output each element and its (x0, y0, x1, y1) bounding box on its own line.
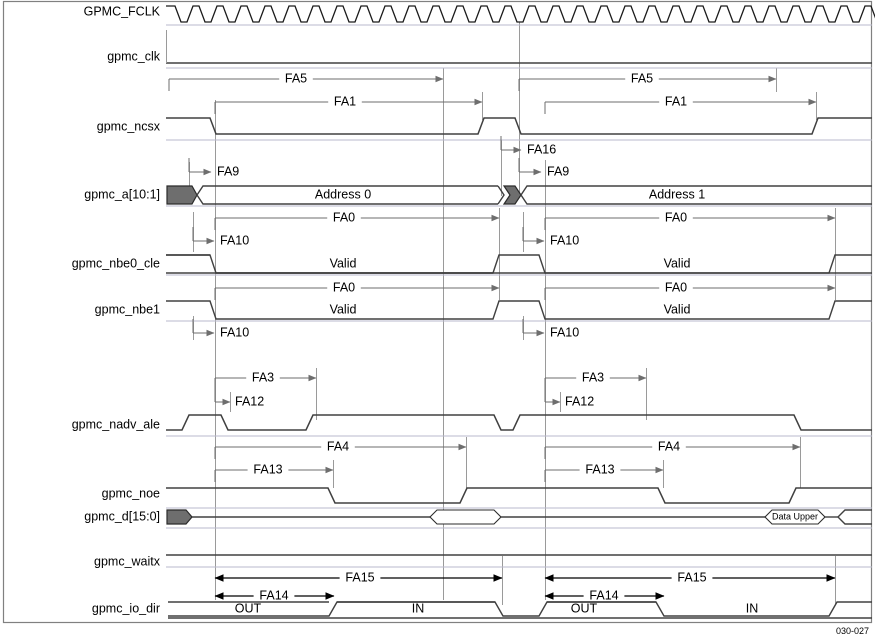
bus-value-address1: Address 1 (649, 187, 705, 201)
timing-param-label: FA13 (253, 462, 282, 476)
timing-param-fa3-2: FA3 (544, 370, 647, 390)
timing-param-fa0-2: FA0 (544, 280, 836, 300)
signal-label-nbe0-cle: gpmc_nbe0_cle (72, 256, 160, 270)
bus-value-io-dir-in-2: IN (746, 601, 759, 615)
timing-param-label: FA4 (658, 439, 680, 453)
timing-param-fa4-2: FA4 (544, 439, 801, 459)
timing-param-fa5-1: FA5 (168, 71, 444, 91)
signal-label-a: gpmc_a[10:1] (84, 187, 160, 201)
data-bubble-1 (429, 509, 502, 525)
timing-param-label: FA0 (665, 280, 687, 294)
bus-value-nbe1-valid-2: Valid (664, 302, 691, 316)
timing-param-label: FA9 (547, 164, 569, 178)
timing-param-label: FA10 (550, 233, 579, 247)
timing-param-label: FA10 (550, 325, 579, 339)
timing-param-label: FA10 (220, 233, 249, 247)
figure-id-label: 030-027 (836, 626, 869, 636)
waveform-gpmc-noe (166, 487, 872, 509)
signal-label-nadv-ale: gpmc_nadv_ale (72, 417, 160, 431)
timing-param-label: FA16 (527, 142, 556, 156)
timing-param-fa4-1: FA4 (214, 439, 467, 459)
signal-labels: GPMC_FCLK gpmc_clk gpmc_ncsx gpmc_a[10:1… (72, 4, 161, 615)
timing-param-fa1-1: FA1 (214, 94, 483, 114)
timing-param-fa0-2: FA0 (544, 210, 836, 230)
timing-param-label: FA3 (252, 370, 274, 384)
timing-param-fa13-1: FA13 (214, 462, 334, 482)
signal-label-d: gpmc_d[15:0] (84, 509, 160, 523)
timing-param-label: FA10 (220, 325, 249, 339)
timing-param-fa12-2: FA12 (544, 388, 594, 408)
diagram-border (2, 0, 873, 624)
timing-param-label: FA13 (585, 462, 614, 476)
bus-block-driving-d (166, 509, 193, 525)
timing-param-label: FA15 (345, 570, 374, 584)
signal-label-ncsx: gpmc_ncsx (97, 119, 161, 133)
timing-param-fa13-2: FA13 (544, 462, 664, 482)
timing-param-label: FA15 (677, 570, 706, 584)
waveform-gpmc-nadv-ale (166, 414, 872, 437)
waveform-gpmc-nbe1: Valid Valid (166, 300, 872, 322)
timing-param-fa0-1: FA0 (214, 210, 500, 230)
bus-value-nbe1-valid-1: Valid (330, 302, 357, 316)
bus-value-address0: Address 0 (315, 187, 371, 201)
waveform-gpmc-io-dir: OUT IN OUT IN (168, 601, 872, 619)
waveform-gpmc-waitx (166, 554, 872, 568)
bus-value-nbe0-valid-2: Valid (664, 256, 691, 270)
timing-param-fa0-1: FA0 (214, 280, 500, 300)
timing-param-label: FA0 (665, 210, 687, 224)
waveform-gpmc-fclk (166, 5, 875, 26)
timing-param-fa3-1: FA3 (214, 370, 317, 390)
timing-param-fa9-1: FA9 (188, 158, 239, 178)
timing-param-label: FA1 (334, 94, 356, 108)
waveform-gpmc-nbe0-cle: Valid Valid (166, 254, 872, 276)
waveform-gpmc-d: Data Upper (166, 509, 872, 529)
timing-param-label: FA4 (327, 439, 349, 453)
timing-param-fa9-2: FA9 (518, 158, 569, 178)
timing-param-label: FA1 (665, 94, 687, 108)
bus-value-data-upper: Data Upper (772, 511, 818, 521)
timing-param-fa1-2: FA1 (544, 94, 817, 114)
timing-param-fa10-1: FA10 (192, 227, 249, 247)
bus-value-io-dir-in-1: IN (412, 601, 425, 615)
waveform-gpmc-clk (166, 30, 872, 69)
signal-label-noe: gpmc_noe (102, 486, 160, 500)
timing-param-fa10-2: FA10 (522, 227, 579, 247)
timing-param-fa15-2: FA15 (544, 570, 836, 584)
timing-param-label: FA0 (333, 280, 355, 294)
timing-param-fa10-1: FA10 (192, 319, 249, 339)
timing-param-label: FA14 (259, 588, 288, 602)
timing-param-fa12-1: FA12 (214, 388, 264, 408)
bus-block-driving-a0 (166, 185, 198, 205)
signal-label-io-dir: gpmc_io_dir (92, 601, 160, 615)
waveform-gpmc-a: Address 0 Address 1 (166, 185, 872, 207)
signal-label-waitx: gpmc_waitx (94, 554, 161, 568)
bus-value-io-dir-out-1: OUT (235, 601, 262, 615)
signal-label-nbe1: gpmc_nbe1 (95, 302, 160, 316)
bus-value-io-dir-out-2: OUT (571, 601, 598, 615)
timing-param-fa10-2: FA10 (522, 319, 579, 339)
bus-value-nbe0-valid-1: Valid (330, 256, 357, 270)
timing-param-fa16-2: FA16 (500, 136, 556, 156)
timing-param-fa14-1: FA14 (214, 588, 335, 602)
timing-param-fa5-2: FA5 (518, 71, 777, 91)
signal-label-fclk: GPMC_FCLK (84, 4, 161, 18)
signal-label-gpmc-clk: gpmc_clk (107, 49, 161, 63)
timing-param-fa14-2: FA14 (544, 588, 665, 602)
timing-param-fa15-1: FA15 (214, 570, 503, 584)
timing-param-label: FA3 (582, 370, 604, 384)
timing-param-label: FA9 (217, 164, 239, 178)
timing-param-label: FA5 (631, 71, 653, 85)
timing-param-label: FA12 (235, 394, 264, 408)
timing-param-label: FA5 (285, 71, 307, 85)
timing-param-label: FA12 (565, 394, 594, 408)
waveform-gpmc-ncsx (166, 117, 872, 141)
timing-param-label: FA14 (589, 588, 618, 602)
bus-block-driving-a1 (502, 185, 522, 205)
timing-param-label: FA0 (333, 210, 355, 224)
